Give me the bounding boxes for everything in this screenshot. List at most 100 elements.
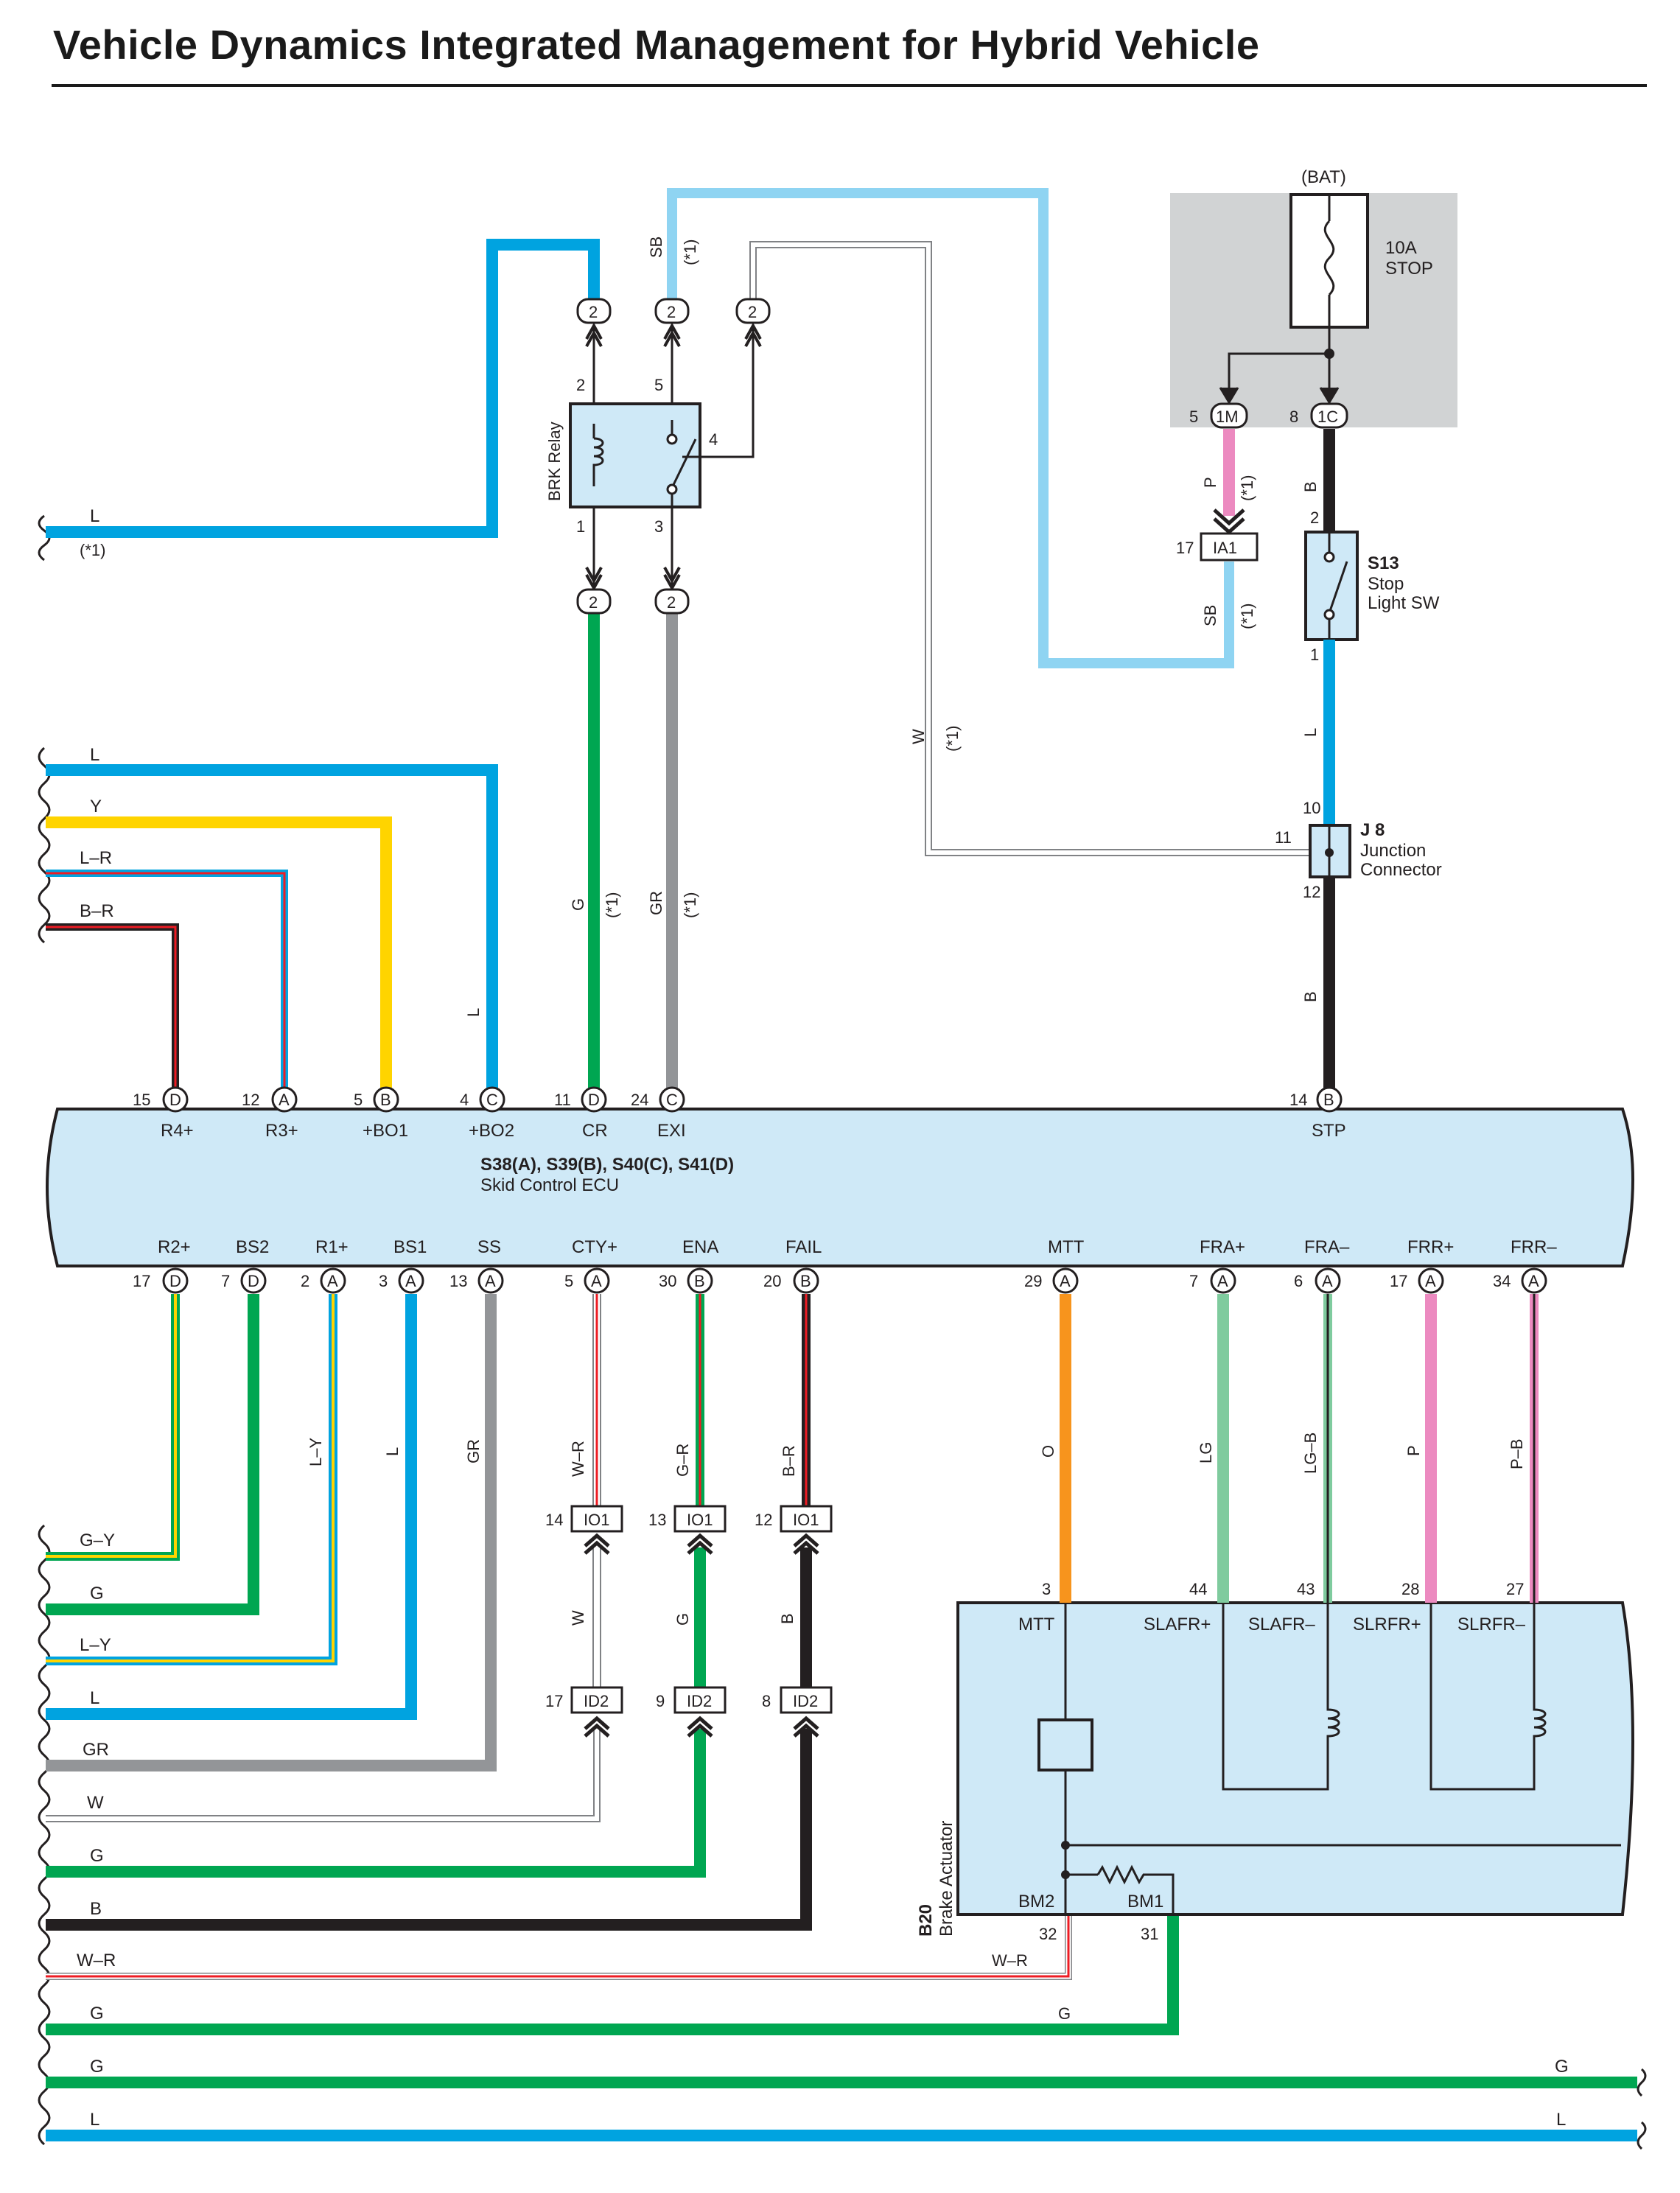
left-harness-edge (38, 746, 51, 944)
wire-label-gr-ss: GR (464, 1439, 483, 1463)
arrow-up-2 (663, 322, 681, 347)
wire-label-wr-cty: W–R (569, 1441, 587, 1477)
act-wire-g: G (1058, 2004, 1071, 2023)
bat-label: (BAT) (1301, 167, 1346, 187)
conn-1c-label: 1C (1317, 408, 1338, 426)
svg-text:FAIL: FAIL (785, 1237, 822, 1257)
s13-id: S13 (1368, 553, 1399, 573)
wire-label-w-mid: W (909, 729, 928, 744)
wire-gr-ss (46, 1294, 497, 1771)
conn-1m (1210, 402, 1248, 429)
conn-1m-pin: 5 (1189, 408, 1198, 426)
left-wire-lr: L–R (80, 848, 112, 868)
relay-conn-bot-2 (654, 588, 690, 615)
j8-pin-12: 12 (1303, 883, 1320, 901)
arrow-down-1 (585, 567, 603, 592)
svg-text:12: 12 (755, 1511, 772, 1529)
svg-text:5: 5 (564, 1272, 573, 1290)
svg-text:A: A (591, 1272, 602, 1290)
svg-text:9: 9 (656, 1692, 665, 1710)
svg-text:D: D (588, 1091, 600, 1109)
id2-connector-w: ID2 17 (545, 1686, 623, 1738)
ecu-bottom-pin-ss: SS A 13 (449, 1237, 504, 1294)
left-wire-ly: L–Y (80, 1635, 111, 1655)
svg-text:FRR+: FRR+ (1407, 1237, 1454, 1257)
left-wire-br: B–R (80, 901, 114, 921)
conn-ia1-label: IA1 (1213, 539, 1237, 557)
right-wire-g: G (1555, 2057, 1569, 2077)
relay-coil (592, 424, 604, 486)
svg-text:5: 5 (354, 1091, 363, 1109)
left-wire-g2: G (90, 1846, 104, 1866)
act-wire-wr: W–R (992, 1951, 1028, 1970)
wire-label-p: P (1201, 477, 1219, 488)
left-wire-y: Y (90, 797, 102, 816)
wire-note-w-mid: (*1) (943, 726, 962, 752)
stop-light-switch (1304, 531, 1359, 641)
relay-pin-5: 5 (654, 376, 663, 394)
wire-note-gr-exi: (*1) (681, 892, 699, 918)
relay-switch-blade (671, 438, 697, 489)
wire-label-p-frr: P (1404, 1445, 1423, 1456)
svg-text:+BO2: +BO2 (469, 1121, 514, 1141)
ecu-top-pin-bo2: C 4 +BO2 (460, 1086, 514, 1141)
act-pin-28: 28 (1401, 1580, 1419, 1598)
svg-text:BS2: BS2 (236, 1237, 269, 1257)
act-solenoid-rear-coil (1533, 1603, 1547, 1746)
svg-text:A: A (1528, 1272, 1539, 1290)
fuse-element (1323, 220, 1335, 296)
wire-sb-relay-ia1 (667, 188, 1234, 668)
svg-text:ID2: ID2 (687, 1692, 712, 1710)
s13-dot-bottom (1323, 609, 1335, 620)
wire-label-br-fail: B–R (780, 1445, 798, 1477)
wire-l-bs1 (46, 1294, 417, 1720)
wire-label-sb-top: SB (647, 237, 665, 258)
conn-1c (1310, 402, 1348, 429)
j8-dot (1325, 848, 1334, 857)
act-name-mtt: MTT (1018, 1615, 1055, 1634)
ecu-bottom-pin-r1: R1+ A 2 (301, 1237, 349, 1294)
ecu-bottom-pin-fail: FAIL B 20 (763, 1237, 822, 1294)
wire-ly-r1-stripe (46, 1294, 335, 1662)
left-wire-gy: G–Y (80, 1531, 115, 1550)
id2-connector-g: ID2 9 (656, 1686, 727, 1738)
left-wire-l2: L (90, 2110, 99, 2130)
wire-w-left-core (46, 1729, 599, 1821)
relay-conn-top-1-label: 2 (589, 303, 598, 321)
svg-text:+BO1: +BO1 (363, 1121, 408, 1141)
wire-label-l-top: L (90, 506, 99, 526)
conn-1c-pin: 8 (1289, 408, 1298, 426)
io1-connector-w: IO1 14 (545, 1505, 623, 1555)
s13-name-1: Stop (1368, 574, 1404, 594)
relay-conn-top-3-label: 2 (748, 303, 757, 321)
wire-label-pb: P–B (1508, 1438, 1526, 1469)
wire-l-relay-feed (46, 239, 600, 538)
act-name-slrfr-minus: SLRFR– (1457, 1615, 1526, 1634)
svg-text:A: A (485, 1272, 496, 1290)
svg-text:13: 13 (449, 1272, 467, 1290)
wire-br-r4 (46, 923, 179, 1089)
s13-name-2: Light SW (1368, 593, 1440, 613)
ecu-bottom-pin-frr-minus: FRR– A 34 (1493, 1237, 1557, 1294)
wire-note-sb-top: (*1) (681, 239, 699, 265)
right-edge-l (1637, 2121, 1647, 2150)
ecu-bottom-pin-frr-plus: FRR+ A 17 (1390, 1237, 1454, 1294)
ecu-top-pin-exi: C 24 EXI (631, 1086, 686, 1141)
ecu-top-pin-stp: B 14 STP (1289, 1086, 1346, 1141)
ecu-bottom-pin-cty: CTY+ A 5 (564, 1237, 617, 1294)
relay-conn-bot-2-label: 2 (667, 593, 676, 612)
relay-switch-dot-bottom (666, 483, 678, 495)
ecu-top-pin-r4: D 15 R4+ (133, 1086, 194, 1141)
svg-text:A: A (279, 1091, 290, 1109)
arrow-down-2 (663, 567, 681, 592)
brk-relay (569, 402, 701, 508)
j8-name-2: Connector (1360, 860, 1442, 880)
svg-text:29: 29 (1024, 1272, 1042, 1290)
svg-text:24: 24 (631, 1091, 648, 1109)
act-name-slrfr-plus: SLRFR+ (1353, 1615, 1421, 1634)
svg-text:MTT: MTT (1048, 1237, 1085, 1257)
wire-label-ly: L–Y (307, 1438, 325, 1466)
left-wire-l: L (90, 745, 99, 765)
svg-text:2: 2 (301, 1272, 309, 1290)
left-wire-g1: G (90, 1584, 104, 1603)
